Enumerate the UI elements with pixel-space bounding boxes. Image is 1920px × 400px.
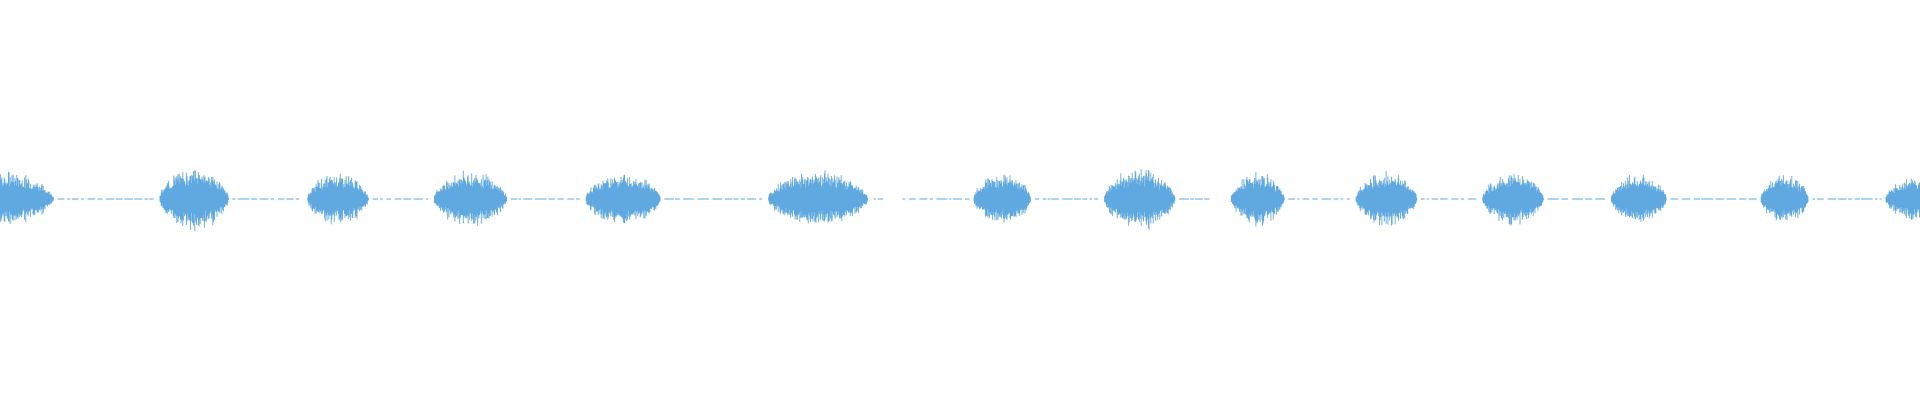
burst-lines xyxy=(1230,171,1285,227)
waveform-bursts xyxy=(0,169,1920,232)
burst-lines xyxy=(1104,169,1176,230)
waveform-burst xyxy=(1482,174,1544,226)
waveform-burst xyxy=(159,170,229,232)
waveform-burst xyxy=(973,174,1031,223)
waveform-burst xyxy=(307,173,369,225)
waveform-burst xyxy=(1230,171,1285,227)
waveform-burst xyxy=(585,174,661,224)
waveform-burst xyxy=(1104,169,1176,230)
burst-lines xyxy=(1760,175,1809,221)
burst-lines xyxy=(434,170,507,226)
burst-lines xyxy=(0,171,54,225)
burst-lines xyxy=(1885,178,1920,220)
burst-lines xyxy=(1355,170,1418,226)
burst-lines xyxy=(585,174,661,224)
burst-lines xyxy=(1611,175,1667,222)
burst-lines xyxy=(159,170,229,232)
waveform-burst xyxy=(1355,170,1418,226)
waveform-burst xyxy=(1760,175,1809,221)
waveform-burst xyxy=(768,170,869,224)
waveform-burst xyxy=(0,171,54,225)
waveform-burst xyxy=(434,170,507,226)
burst-lines xyxy=(768,170,869,224)
burst-lines xyxy=(307,173,369,225)
waveform-burst xyxy=(1885,178,1920,220)
burst-lines xyxy=(1482,174,1544,226)
burst-lines xyxy=(973,174,1031,223)
waveform-burst xyxy=(1611,175,1667,222)
